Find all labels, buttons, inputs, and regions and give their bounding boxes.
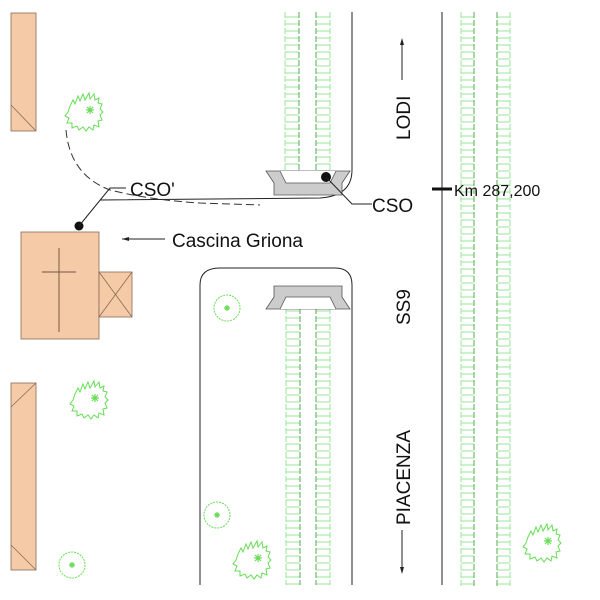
culvert-upper bbox=[265, 170, 351, 196]
label-piacenza: PIACENZA bbox=[394, 430, 415, 525]
tree-icon bbox=[58, 551, 86, 579]
label-cso: CSO bbox=[372, 196, 413, 217]
tree-icon bbox=[64, 92, 104, 132]
hedge-upper-median bbox=[284, 12, 331, 172]
building-top-left bbox=[10, 12, 37, 132]
hedge-right bbox=[460, 12, 511, 587]
culvert-lower bbox=[265, 285, 351, 310]
hedge-lower-median bbox=[285, 300, 331, 585]
church-building bbox=[20, 231, 133, 340]
tree-icon bbox=[69, 380, 109, 420]
dashed-pipe bbox=[65, 129, 261, 206]
road-edges bbox=[99, 12, 443, 585]
tree-icon bbox=[203, 501, 231, 529]
tree-icon bbox=[213, 294, 241, 322]
building-bottom-left bbox=[10, 382, 37, 571]
label-cso-prime: CSO' bbox=[130, 180, 175, 201]
label-km: Km 287,200 bbox=[454, 183, 540, 200]
label-lodi: LODI bbox=[394, 96, 415, 140]
label-ss9: SS9 bbox=[394, 289, 415, 325]
label-cascina-griona: Cascina Griona bbox=[172, 231, 303, 252]
tree-icon bbox=[232, 540, 272, 580]
tree-icon bbox=[522, 523, 562, 563]
